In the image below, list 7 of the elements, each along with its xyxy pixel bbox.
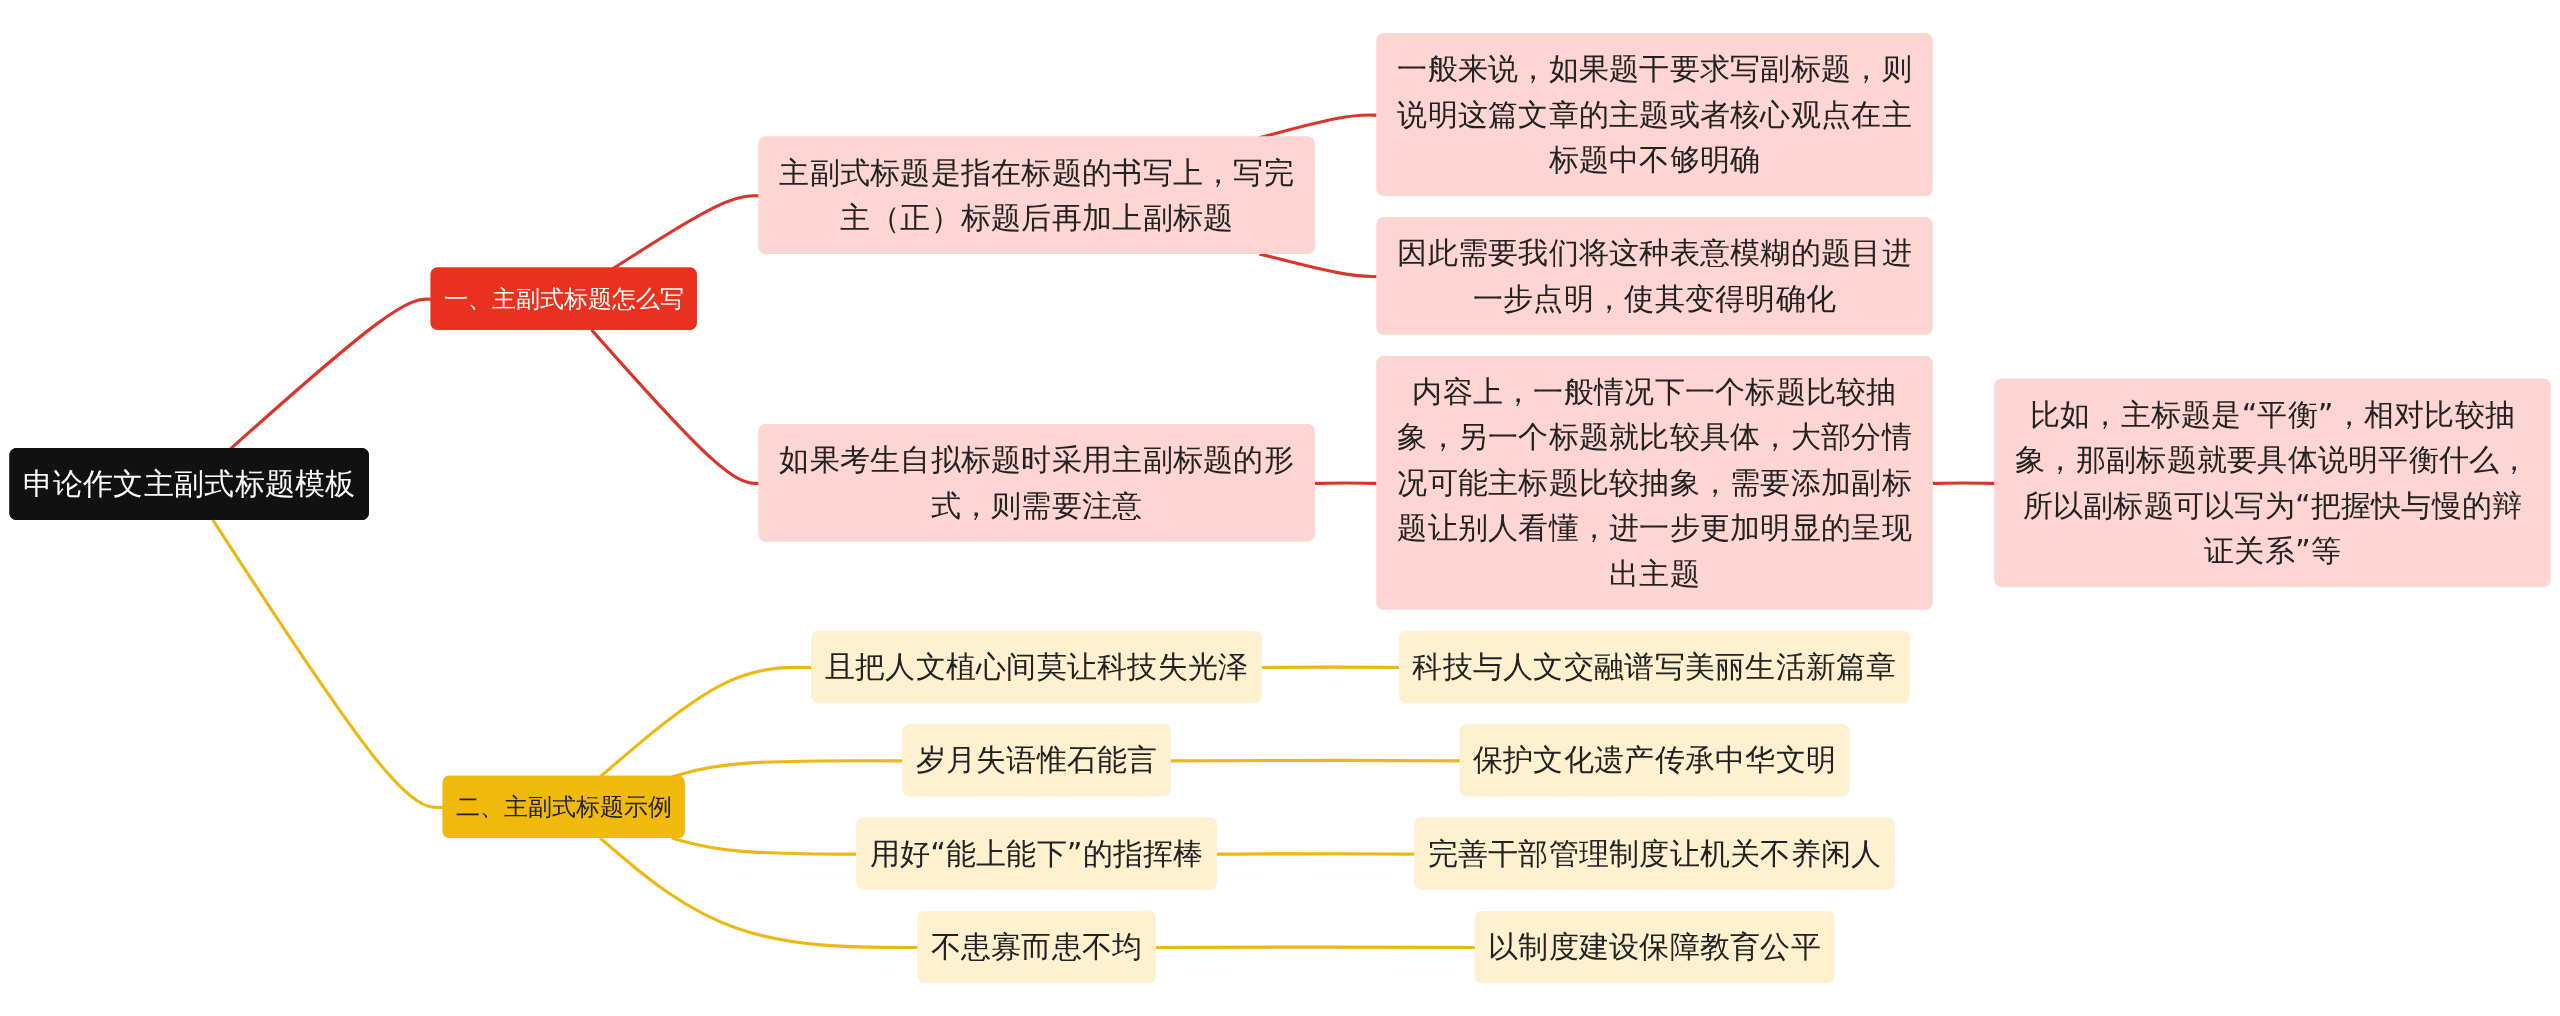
connector	[1314, 481, 1378, 485]
connector	[590, 328, 760, 485]
connector	[1932, 481, 1996, 485]
connector	[211, 519, 444, 810]
connector	[599, 836, 919, 950]
connector	[1170, 758, 1461, 763]
connector	[1258, 252, 1378, 279]
